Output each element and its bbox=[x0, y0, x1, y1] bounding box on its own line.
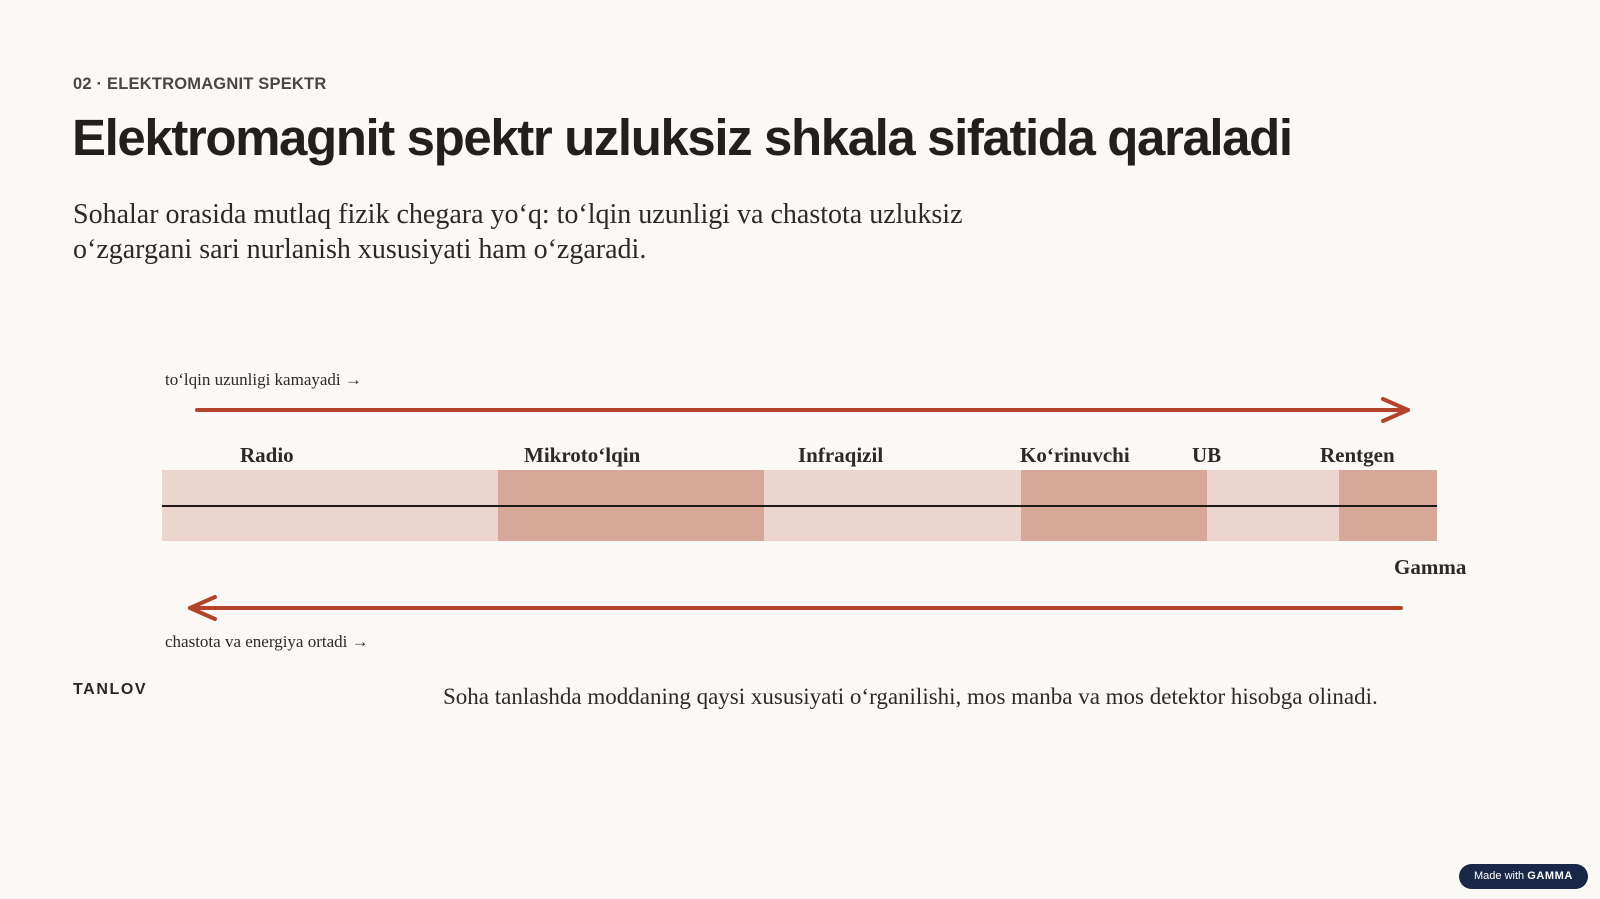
made-with-gamma-badge[interactable]: Made with GAMMA bbox=[1459, 864, 1588, 889]
band-label-gamma: Gamma bbox=[1394, 555, 1467, 579]
band-label-infrared: Infraqizil bbox=[798, 443, 884, 467]
left-arrow bbox=[188, 595, 1403, 621]
gamma-logo-text: GAMMA bbox=[1527, 870, 1573, 882]
choice-tag: TANLOV bbox=[73, 681, 148, 698]
right-arrow bbox=[195, 397, 1410, 423]
page-subtitle: Sohalar orasida mutlaq fizik chegara yoʻ… bbox=[73, 199, 963, 265]
band-label-xray: Rentgen bbox=[1320, 443, 1395, 467]
band-label-radio: Radio bbox=[240, 443, 294, 467]
section-eyebrow: 02 · ELEKTROMAGNIT SPEKTR bbox=[73, 75, 327, 93]
page-title: Elektromagnit spektr uzluksiz shkala sif… bbox=[72, 109, 1293, 166]
band-label-uv: UB bbox=[1192, 443, 1222, 467]
wavelength-note: toʻlqin uzunligi kamayadi → bbox=[165, 370, 362, 389]
spectrum-axis-line bbox=[162, 505, 1437, 507]
conclusion-text: Soha tanlashda moddaning qaysi xususiyat… bbox=[443, 684, 1378, 709]
frequency-note: chastota va energiya ortadi → bbox=[165, 632, 369, 651]
badge-prefix: Made with bbox=[1474, 870, 1525, 882]
band-label-microwave: Mikrotoʻlqin bbox=[524, 443, 641, 467]
band-label-visible: Koʻrinuvchi bbox=[1020, 443, 1130, 467]
